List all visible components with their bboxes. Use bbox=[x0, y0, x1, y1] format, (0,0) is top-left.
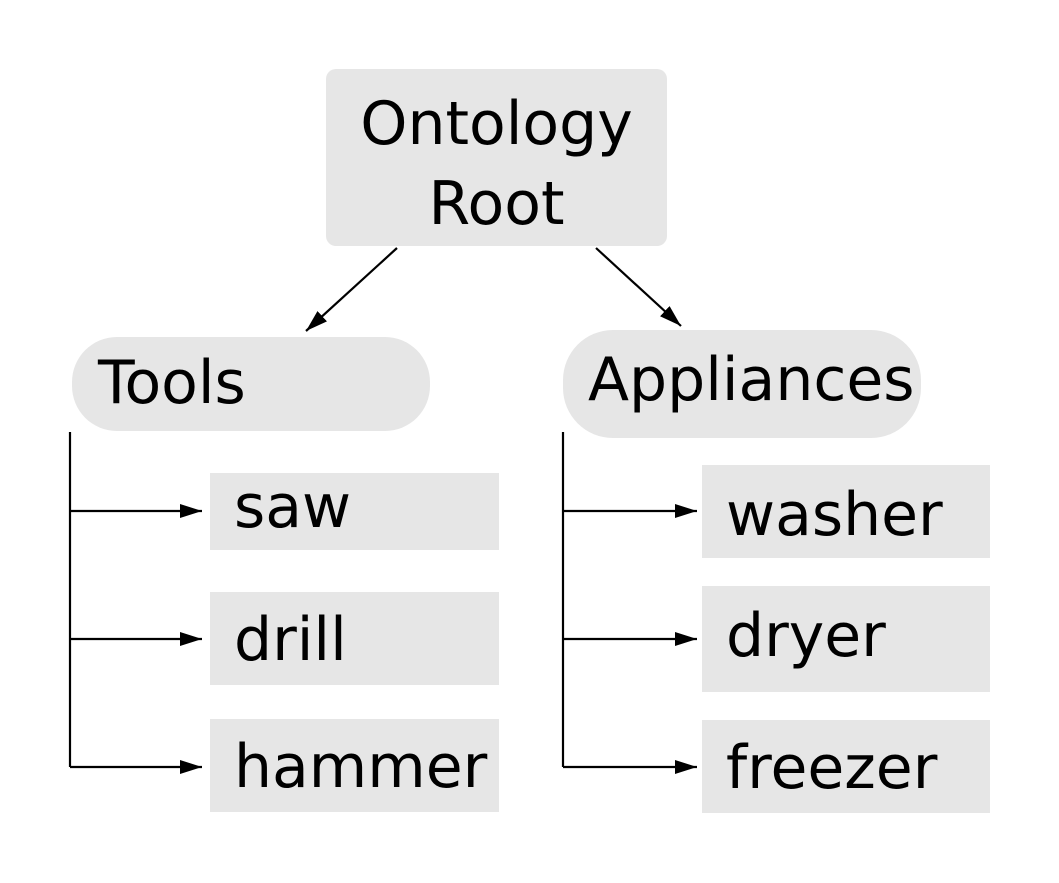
leaf-node-saw bbox=[210, 473, 499, 550]
root-node-label: Ontology Root bbox=[326, 84, 667, 244]
root-node bbox=[326, 69, 667, 246]
tools-node-label: Tools bbox=[98, 348, 246, 418]
leaf-node-dryer bbox=[702, 586, 990, 692]
appliances-node-label: Appliances bbox=[588, 345, 915, 415]
edge-root-to-appliances bbox=[595, 247, 682, 327]
leaf-node-hammer bbox=[210, 719, 499, 812]
leaf-label-washer: washer bbox=[726, 480, 943, 550]
leaf-label-saw: saw bbox=[234, 472, 352, 542]
leaf-label-freezer: freezer bbox=[726, 733, 938, 803]
edge-root-to-tools bbox=[305, 247, 398, 332]
leaf-node-washer bbox=[702, 465, 990, 558]
leaf-label-drill: drill bbox=[234, 605, 347, 675]
appliances-node bbox=[563, 330, 921, 438]
leaf-node-drill bbox=[210, 592, 499, 685]
leaf-label-dryer: dryer bbox=[726, 601, 886, 671]
leaf-node-freezer bbox=[702, 720, 990, 813]
tools-node bbox=[72, 337, 430, 431]
leaf-label-hammer: hammer bbox=[234, 732, 488, 802]
root-label-text: Ontology Root bbox=[360, 89, 633, 239]
